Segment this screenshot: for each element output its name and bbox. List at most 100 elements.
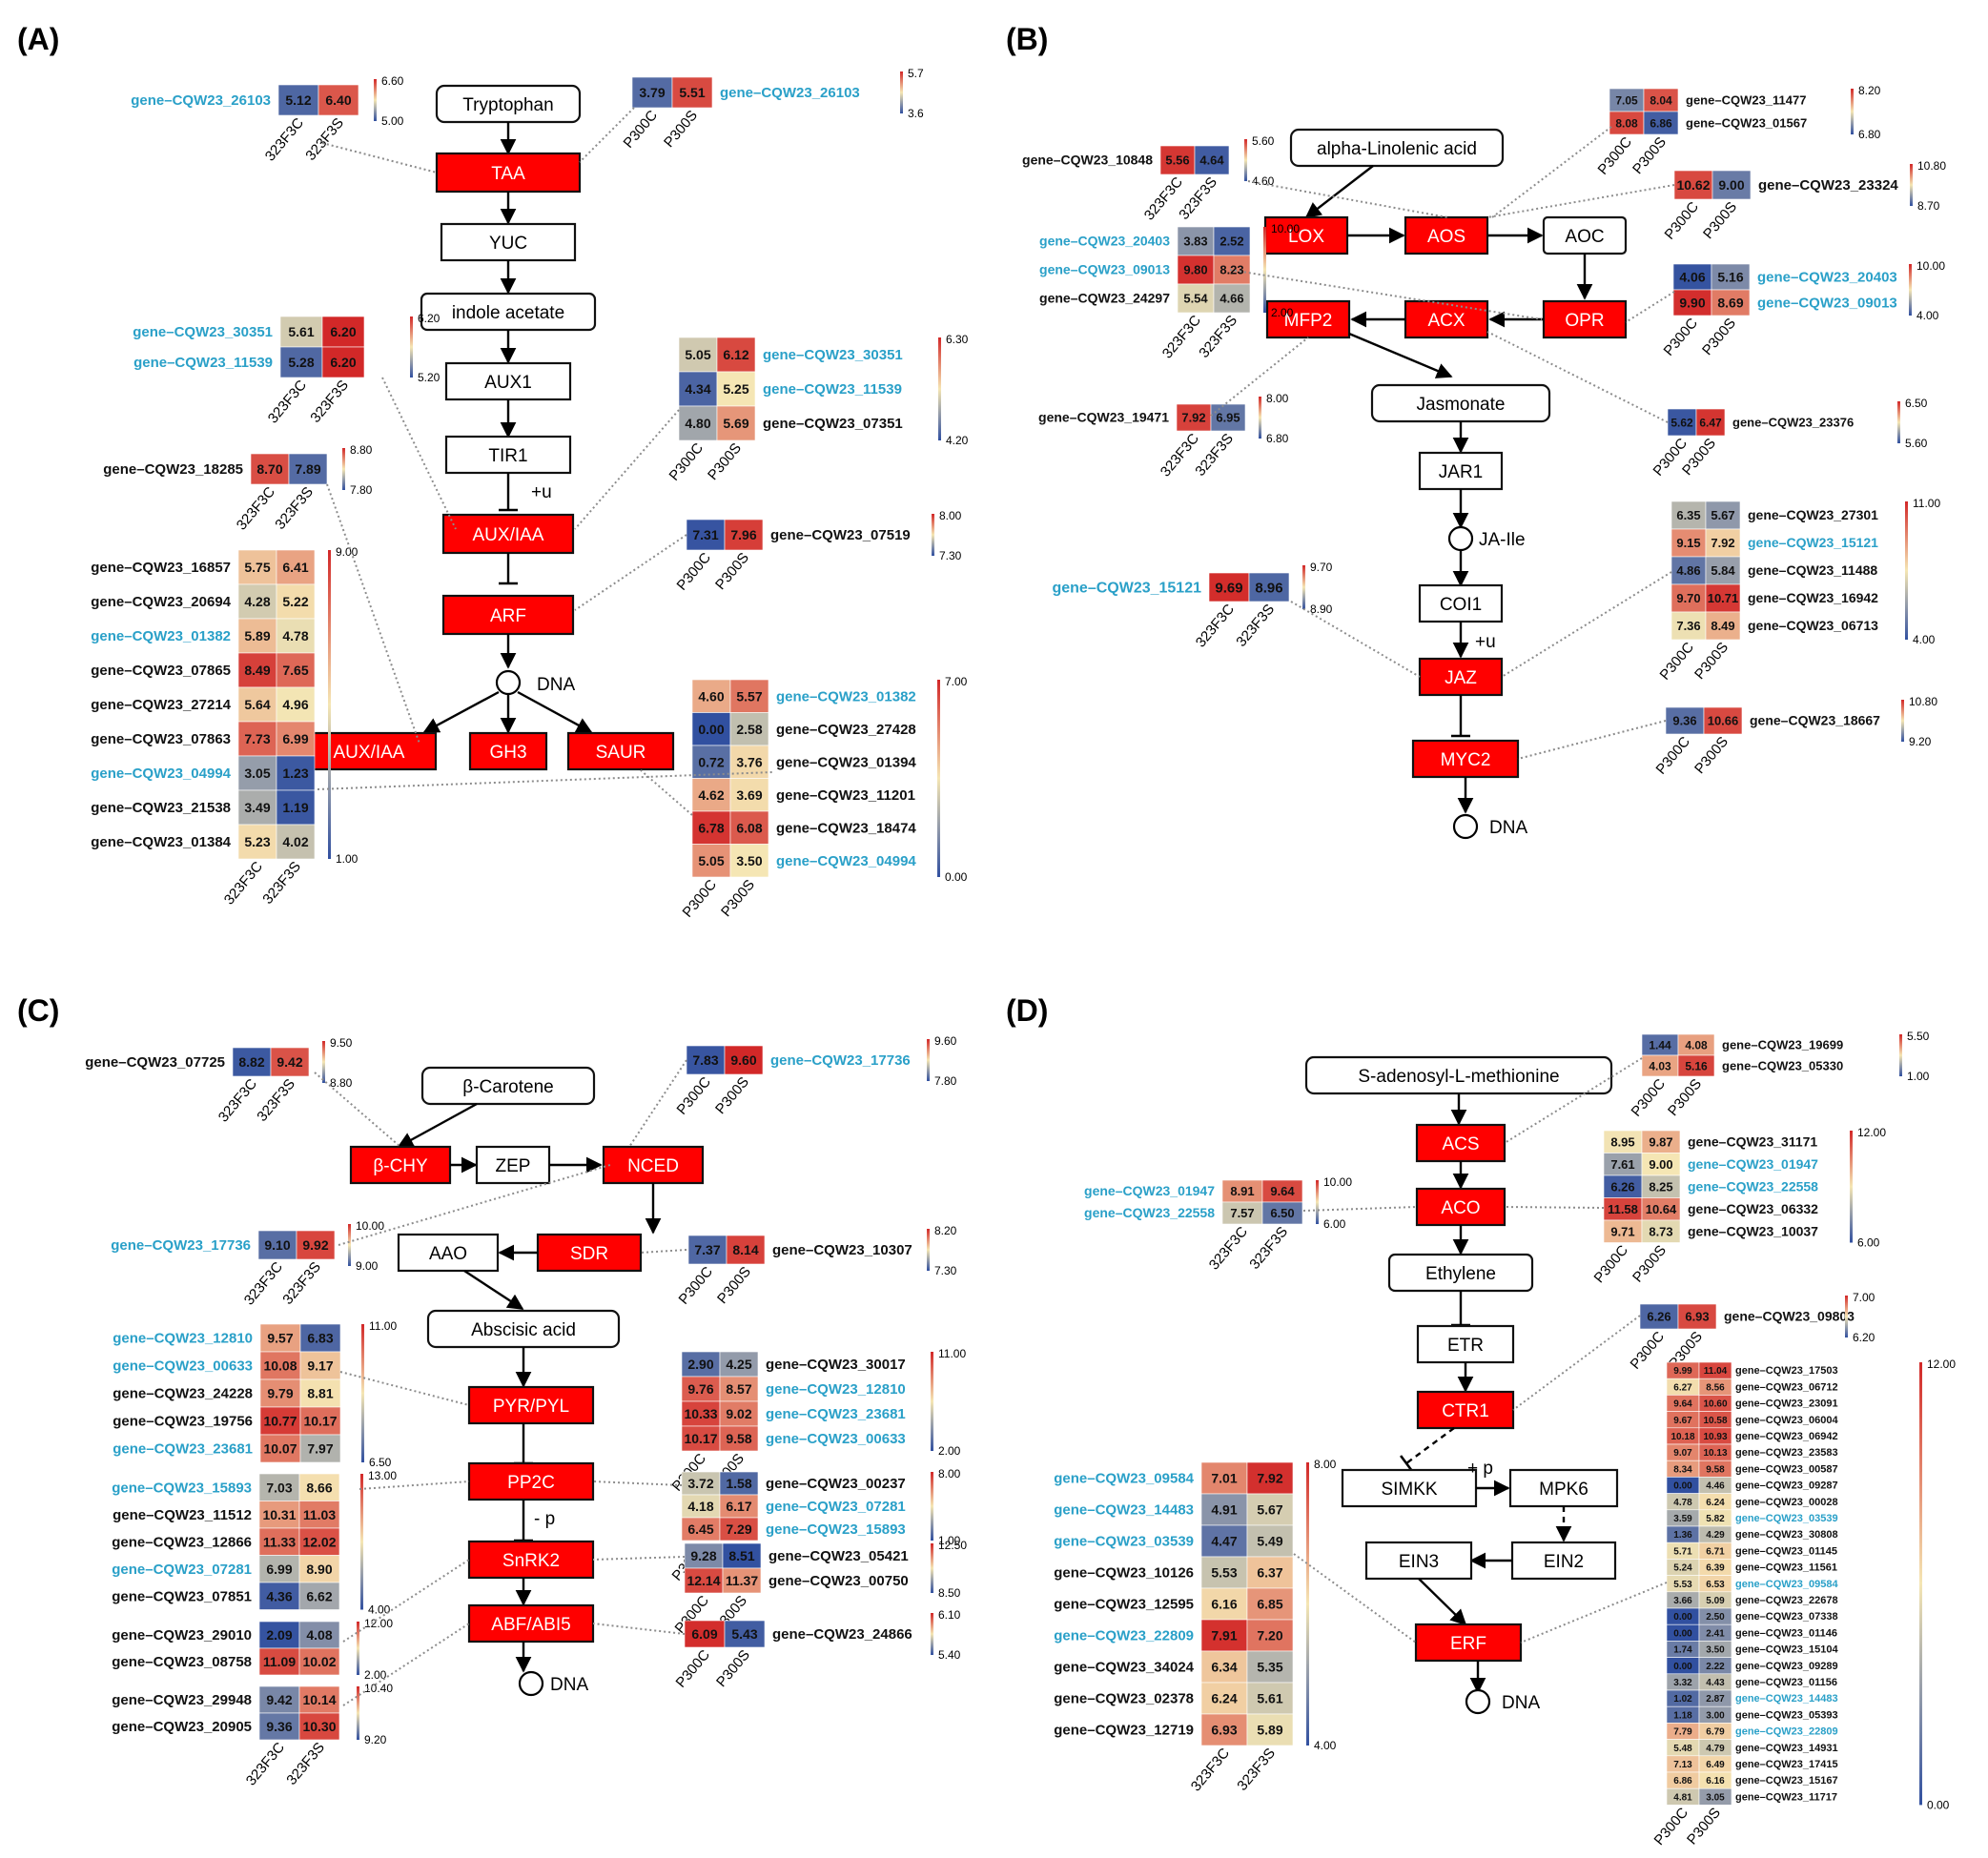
node-mpk6: MPK6: [1508, 1468, 1619, 1508]
heatmap-value: 9.58: [1706, 1464, 1725, 1475]
panel-label: (B): [1006, 22, 1048, 56]
heatmap-value: 5.05: [698, 853, 724, 868]
gene-label: gene–CQW23_31171: [1688, 1133, 1817, 1149]
gene-label: gene–CQW23_06942: [1735, 1431, 1838, 1442]
heatmap-value: 6.12: [723, 347, 748, 362]
svg-text:MYC2: MYC2: [1441, 750, 1491, 770]
heatmap-cell: [298, 1527, 340, 1556]
heatmap-cell: [1200, 1650, 1248, 1684]
heatmap-value: 7.29: [726, 1521, 751, 1537]
gene-link: [640, 769, 693, 816]
scale-min: 1.00: [1907, 1070, 1930, 1083]
heatmap-value: 6.93: [1685, 1310, 1709, 1324]
heatmap-value: 9.58: [726, 1431, 751, 1446]
column-label: P300S: [1629, 1242, 1670, 1285]
column-label: 323F3C: [1206, 1224, 1251, 1274]
gene-label: gene–CQW23_30017: [766, 1357, 906, 1373]
gene-link: [342, 1623, 470, 1706]
heatmap-value: 5.89: [1257, 1723, 1282, 1738]
gene-label: gene–CQW23_04994: [91, 766, 231, 782]
heatmap-value: 7.05: [1615, 93, 1638, 107]
heatmap-cell: [1609, 111, 1645, 135]
heatmap-value: 6.50: [1270, 1206, 1294, 1220]
heatmap-cell: [1200, 1587, 1248, 1621]
node-pp2c: PP2C: [467, 1461, 595, 1501]
gene-link: [1504, 1206, 1605, 1209]
dna-circle: [518, 1670, 544, 1697]
heatmap-cell: [1695, 408, 1726, 437]
column-label: P300S: [1629, 134, 1670, 177]
scale-max: 11.00: [1913, 497, 1940, 510]
heatmap-value: 8.90: [306, 1562, 332, 1577]
heatmap-value: 8.57: [726, 1381, 751, 1397]
heatmap-value: 5.25: [723, 381, 748, 397]
column-label: 323F3S: [1196, 313, 1240, 361]
gene-link: [359, 1480, 470, 1490]
heatmap-cell: [1210, 403, 1246, 432]
gene-label: gene–CQW23_22678: [1735, 1595, 1838, 1606]
node-ein2: EIN2: [1510, 1541, 1617, 1581]
svg-text:ETR: ETR: [1447, 1336, 1484, 1356]
node-abf-abi5: ABF/ABI5: [467, 1603, 595, 1644]
svg-text:TIR1: TIR1: [488, 446, 527, 466]
gene-label: gene–CQW23_06713: [1748, 618, 1878, 633]
heatmap-cell: [681, 1351, 721, 1378]
heatmap-cell: [298, 1582, 340, 1610]
heatmap-cell: [681, 1425, 721, 1452]
heatmap-cell: [719, 1517, 759, 1542]
node--chy: β-CHY: [349, 1145, 452, 1185]
heatmap-value: 4.46: [1706, 1481, 1725, 1492]
svg-text:MPK6: MPK6: [1539, 1480, 1588, 1500]
svg-text:COI1: COI1: [1440, 595, 1482, 615]
scale-min: 3.6: [908, 107, 924, 120]
heatmap-value: 6.85: [1257, 1597, 1282, 1612]
panel-label: (C): [17, 993, 59, 1028]
gene-label: gene–CQW23_02378: [1054, 1691, 1194, 1707]
svg-text:MFP2: MFP2: [1284, 311, 1333, 331]
heatmap-value: 7.03: [266, 1480, 292, 1495]
column-label: 323F3S: [254, 1076, 298, 1125]
scale-min: 0.00: [945, 870, 968, 884]
column-label: P300C: [1653, 734, 1694, 778]
svg-text:AUX/IAA: AUX/IAA: [334, 743, 405, 763]
heatmap-value: 8.69: [1717, 296, 1743, 311]
svg-text:ACO: ACO: [1441, 1198, 1480, 1218]
heatmap-value: 7.65: [282, 663, 308, 678]
gene-label: gene–CQW23_09289: [1735, 1661, 1838, 1672]
column-label: 323F3C: [1193, 602, 1238, 651]
scale-max: 7.00: [1853, 1291, 1875, 1304]
heatmap-value: 6.49: [1706, 1760, 1725, 1770]
gene-link: [381, 377, 457, 530]
gene-label: gene–CQW23_07281: [112, 1562, 252, 1578]
heatmap-value: 8.34: [1673, 1464, 1692, 1475]
scale-max: 11.00: [369, 1319, 397, 1333]
heatmap-value: 10.66: [1708, 714, 1739, 728]
heatmap-value: 6.45: [687, 1521, 713, 1537]
heatmap-value: 0.00: [698, 722, 724, 737]
heatmap-cell: [1200, 1713, 1248, 1746]
scale-max: 10.40: [364, 1682, 393, 1695]
scale-max: 10.00: [1916, 259, 1945, 273]
heatmap-value: 10.30: [302, 1719, 336, 1734]
svg-text:LOX: LOX: [1288, 227, 1324, 247]
node-saur: SAUR: [566, 731, 675, 771]
heatmap-value: 10.62: [1676, 177, 1710, 193]
heatmap-cell: [691, 810, 731, 845]
heatmap-value: 9.90: [1679, 296, 1705, 311]
gene-label: gene–CQW23_10307: [772, 1242, 912, 1258]
svg-text:S-adenosyl-L-methionine: S-adenosyl-L-methionine: [1358, 1067, 1559, 1087]
heatmap-cell: [276, 686, 316, 723]
gene-label: gene–CQW23_15893: [766, 1521, 906, 1538]
heatmap-value: 8.66: [306, 1480, 332, 1495]
gene-label: gene–CQW23_23324: [1758, 177, 1898, 194]
color-scale: [361, 1324, 364, 1462]
heatmap-cell: [237, 824, 277, 860]
node-nced: NCED: [602, 1145, 705, 1185]
svg-text:AUX/IAA: AUX/IAA: [473, 525, 544, 545]
heatmap-value: 9.36: [1672, 714, 1696, 728]
heatmap-value: 3.05: [244, 766, 270, 781]
column-label: 323F3C: [262, 115, 307, 165]
